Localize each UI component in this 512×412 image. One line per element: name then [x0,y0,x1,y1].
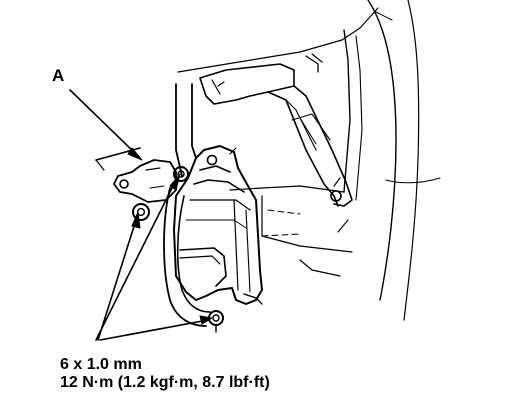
part-label-a: A [52,66,65,85]
bolt-size-spec: 6 x 1.0 mm [60,356,142,373]
torque-spec: 12 N·m (1.2 kgf·m, 8.7 lbf·ft) [60,374,270,391]
bolt-upper [173,166,189,182]
dashboard-panel-outline [95,7,379,277]
mounting-bracket [199,53,353,207]
bolt-lower [208,310,224,333]
control-module [173,145,263,305]
wire-harness [163,83,211,327]
pillar-trim [367,0,441,321]
module-flange [113,159,177,203]
bolt-spec-leaders [95,173,213,341]
label-a-leader [69,89,143,161]
